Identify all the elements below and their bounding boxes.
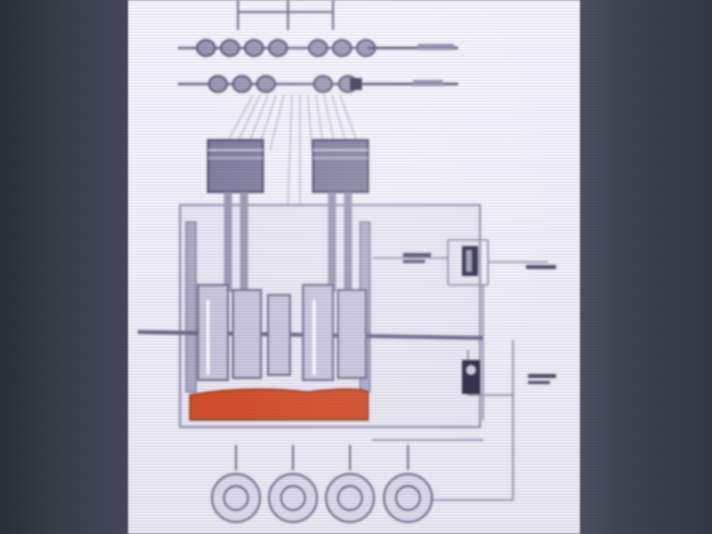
gauge-icon <box>325 473 375 523</box>
oil-filter-icon <box>462 246 478 276</box>
engine-diagram <box>137 0 556 523</box>
gauge-icon <box>211 473 261 523</box>
gauge-icon <box>268 473 318 523</box>
gauge-icon <box>383 473 433 523</box>
oil-pump-icon <box>462 360 480 394</box>
piston-icon-left <box>207 139 264 193</box>
crankshaft-icon <box>137 284 484 381</box>
monitor-bezel-left <box>0 0 128 534</box>
monitor-bezel-right <box>580 0 712 534</box>
piston-icon-right <box>312 139 369 193</box>
label-smudges <box>403 253 556 384</box>
valve-train <box>178 0 458 93</box>
gauge-icons <box>211 473 433 523</box>
oil-sump <box>189 388 369 421</box>
oil-circuit <box>372 239 548 501</box>
